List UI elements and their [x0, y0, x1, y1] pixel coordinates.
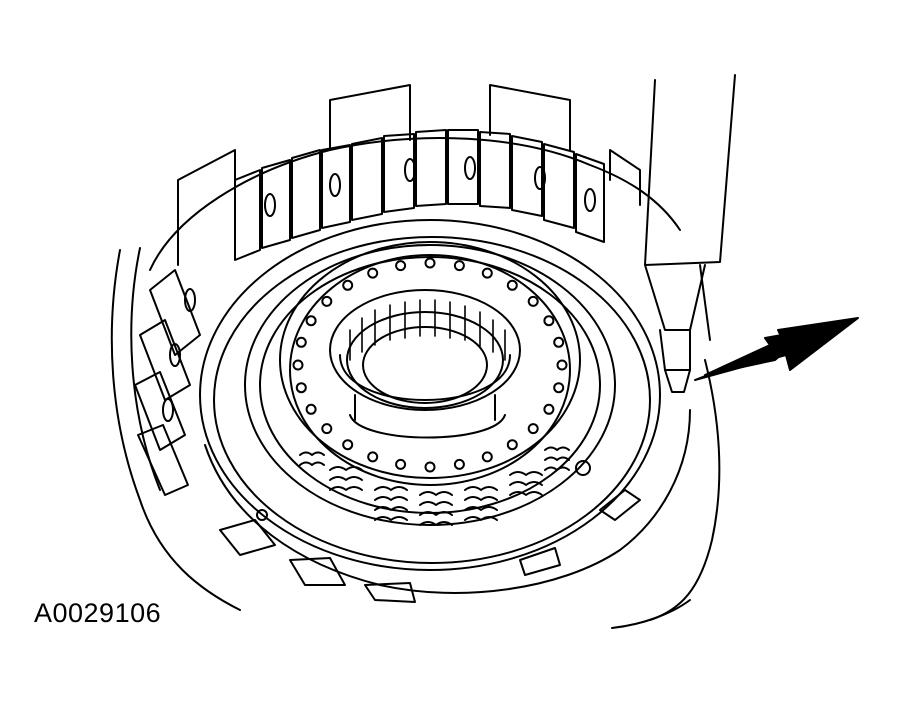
snap-ring-tool: [644, 74, 736, 393]
spring-retainer: [244, 244, 616, 526]
bolt-hole: [527, 423, 539, 435]
bolt-hole: [553, 382, 565, 394]
bolt-hole: [453, 458, 465, 470]
bolt-hole: [321, 423, 333, 435]
drum-rim: [149, 137, 691, 594]
bolt-hole: [367, 451, 379, 463]
bolt-hole: [481, 267, 493, 279]
bolt-hole: [342, 439, 354, 451]
drum-splines: [134, 84, 641, 603]
bolt-hole: [506, 439, 518, 451]
bolt-hole: [305, 403, 317, 415]
inner-hub: [329, 289, 521, 439]
return-springs: [299, 446, 570, 526]
arrow-pointer: [694, 317, 859, 381]
bolt-hole: [527, 295, 539, 307]
bolt-hole: [295, 382, 307, 394]
bolt-hole: [556, 359, 568, 371]
bolt-hole: [424, 257, 436, 269]
bolt-hole: [295, 336, 307, 348]
bolt-hole: [321, 295, 333, 307]
bolt-hole: [453, 260, 465, 272]
bolt-hole: [367, 267, 379, 279]
hole-plate: [256, 241, 591, 521]
bolt-hole: [543, 403, 555, 415]
bolt-hole: [395, 260, 407, 272]
bolt-hole: [543, 315, 555, 327]
bolt-hole: [342, 279, 354, 291]
bolt-hole: [305, 315, 317, 327]
bolt-hole: [553, 336, 565, 348]
bolt-hole: [395, 458, 407, 470]
bolt-hole: [292, 359, 304, 371]
bolt-hole: [506, 279, 518, 291]
bolt-hole: [481, 451, 493, 463]
bolt-hole: [424, 461, 436, 473]
figure-id-label: A0029106: [34, 598, 162, 628]
